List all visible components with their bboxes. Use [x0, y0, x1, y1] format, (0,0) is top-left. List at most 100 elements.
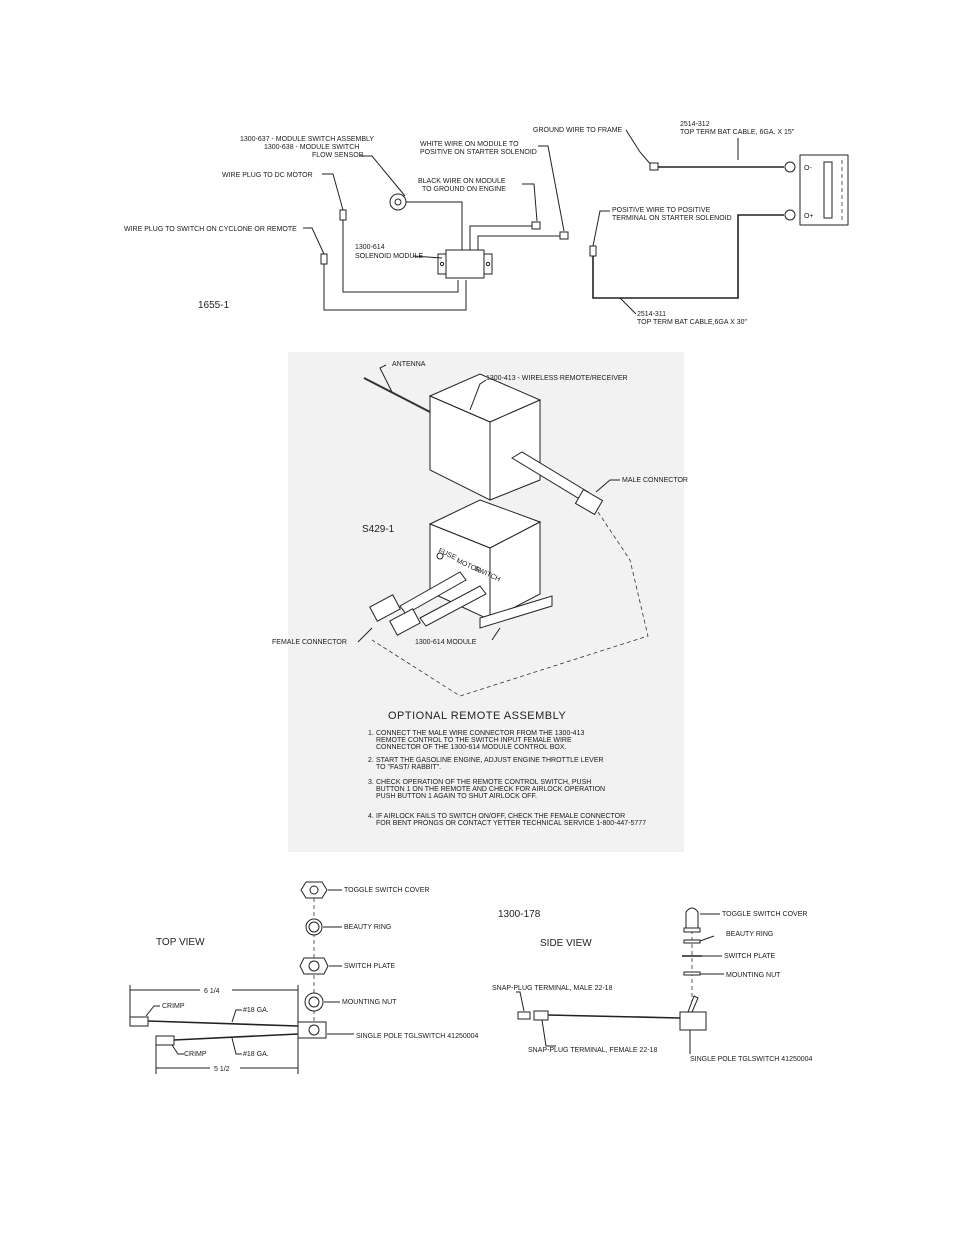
side-toggle-lever	[687, 995, 699, 1013]
switch-plug-label: WIRE PLUG TO SWITCH ON CYCLONE OR REMOTE	[124, 226, 297, 233]
dc-motor-plug	[339, 209, 347, 221]
step-3-line-2: BUTTON 1 ON THE REMOTE AND CHECK FOR AIR…	[376, 786, 605, 793]
module-leader	[491, 627, 501, 641]
dimension-bottom: 5 1/2	[214, 1066, 230, 1073]
battery-positive: O+	[804, 213, 814, 220]
flow-sensor-wire	[406, 201, 463, 250]
black-wire	[469, 225, 532, 250]
step-3-line-3: PUSH BUTTON 1 AGAIN TO SHUT AIRLOCK OFF.	[376, 793, 537, 800]
step-1-num: 1.	[368, 730, 374, 737]
positive-wire-label-2: TERMINAL ON STARTER SOLENOID	[612, 215, 732, 222]
remote-assembly-panel: ANTENNA 1300-413 - WIRELESS REMOTE/RECEI…	[272, 352, 688, 852]
ground-cable-end	[649, 162, 659, 171]
motor-cable	[399, 571, 467, 615]
part-number-1300-178: 1300-178	[498, 909, 541, 920]
positive-cable	[592, 214, 784, 299]
black-wire-label-2: TO GROUND ON ENGINE	[422, 186, 506, 193]
solenoid-module-tab-right	[483, 253, 493, 275]
side-toggle-cover-label: TOGGLE SWITCH COVER	[722, 911, 807, 918]
male-connector-label: MALE CONNECTOR	[622, 477, 688, 484]
top-mounting-nut	[304, 992, 324, 1012]
female-connector-label: FEMALE CONNECTOR	[272, 639, 347, 646]
top-gauge-label-1: #18 GA.	[243, 1007, 269, 1014]
step-1-line-3: CONNECTOR OF THE 1300-614 MODULE CONTROL…	[376, 744, 567, 751]
top-switch-plate-label: SWITCH PLATE	[344, 963, 396, 970]
cable-311-leader	[619, 297, 637, 315]
module-side	[489, 521, 541, 621]
step-3-num: 3.	[368, 779, 374, 786]
side-beauty-ring	[683, 939, 701, 944]
top-toggle-cover	[300, 881, 328, 899]
snap-female-label: SNAP-PLUG TERMINAL, FEMALE 22-18	[528, 1047, 658, 1054]
top-crimp-label-1: CRIMP	[162, 1003, 185, 1010]
remote-assembly-title: OPTIONAL REMOTE ASSEMBLY	[388, 710, 566, 722]
side-beauty-ring-label: BEAUTY RING	[726, 931, 773, 938]
toggle-switch-diagram: TOP VIEW SIDE VIEW 1300-178 TOGGLE SWITC…	[129, 881, 813, 1074]
antenna-label: ANTENNA	[392, 361, 426, 368]
drawing-number-1655: 1655-1	[198, 300, 230, 311]
top-toggle-cover-label: TOGGLE SWITCH COVER	[344, 887, 429, 894]
fuse-holder	[436, 552, 444, 560]
cable-312-label-1: 2514-312	[680, 121, 710, 128]
top-gauge-label-2: #18 GA.	[243, 1051, 269, 1058]
switch-cable	[419, 585, 487, 627]
step-4-line-1: IF AIRLOCK FAILS TO SWITCH ON/OFF, CHECK…	[376, 813, 625, 820]
side-switch-plate-label: SWITCH PLATE	[724, 953, 776, 960]
white-wire-terminal	[559, 231, 569, 240]
white-wire-label-2: POSITIVE ON STARTER SOLENOID	[420, 149, 537, 156]
receiver-side	[489, 399, 541, 501]
snap-male-terminal	[517, 1011, 531, 1020]
top-beauty-ring	[305, 918, 323, 936]
side-single-pole-label: SINGLE POLE TGLSWITCH 41250004	[690, 1056, 813, 1063]
snap-female-terminal	[533, 1010, 549, 1021]
flow-sensor-core	[394, 198, 402, 206]
solenoid-module-leader	[412, 255, 443, 259]
snap-male-label: SNAP-PLUG TERMINAL, MALE 22-18	[492, 985, 613, 992]
ground-wire-label: GROUND WIRE TO FRAME	[533, 127, 623, 134]
receiver-label: 1300-413 - WIRELESS REMOTE/RECEIVER	[486, 375, 628, 382]
switch-plug-wire	[323, 264, 467, 311]
black-wire-terminal	[531, 221, 541, 230]
positive-cable-end	[589, 245, 597, 257]
flow-sensor-leader	[360, 155, 406, 197]
step-2-line-2: TO "FAST/ RABBIT".	[376, 764, 441, 771]
step-4-line-2: FOR BENT PRONGS OR CONTACT YETTER TECHNI…	[376, 820, 646, 827]
solenoid-module-label-2: SOLENOID MODULE	[355, 253, 423, 260]
drawing-number-s429: S429-1	[362, 524, 395, 535]
switch-plug-leader	[303, 227, 325, 255]
cable-311-label-1: 2514-311	[637, 311, 666, 318]
male-connector	[574, 488, 604, 516]
step-2-line-1: START THE GASOLINE ENGINE, ADJUST ENGINE…	[376, 757, 604, 764]
female-connector-1	[369, 594, 401, 622]
top-mounting-nut-label: MOUNTING NUT	[342, 999, 397, 1006]
top-crimp-label-2: CRIMP	[184, 1051, 207, 1058]
cable-312-label-2: TOP TERM BAT CABLE, 6GA. X 15"	[680, 129, 795, 136]
side-mounting-nut	[683, 971, 701, 976]
side-view-label: SIDE VIEW	[540, 938, 592, 949]
top-wire-2	[173, 1033, 299, 1041]
ground-cable-ring	[784, 161, 796, 173]
module-flange	[479, 595, 553, 629]
top-crimp-1	[129, 1016, 149, 1027]
cable-311-label-2: TOP TERM BAT CABLE,6GA X 30"	[637, 319, 748, 326]
top-single-pole-label: SINGLE POLE TGLSWITCH 41250004	[356, 1033, 479, 1040]
side-mounting-nut-label: MOUNTING NUT	[726, 972, 781, 979]
black-wire-label-1: BLACK WIRE ON MODULE	[418, 178, 506, 185]
positive-cable-ring	[784, 209, 796, 221]
side-wire	[547, 1014, 681, 1019]
battery-cell	[823, 161, 833, 219]
solenoid-module-tab-left	[437, 253, 447, 275]
ground-wire-leader	[625, 129, 653, 167]
white-wire	[477, 235, 560, 250]
side-toggle-cover	[685, 907, 699, 929]
top-crimp-2	[155, 1035, 175, 1046]
remote-instructions: 1. CONNECT THE MALE WIRE CONNECTOR FROM …	[368, 730, 646, 827]
male-connector-leader	[595, 479, 620, 493]
dc-motor-leader	[322, 173, 344, 211]
white-wire-leader	[538, 145, 565, 232]
female-connector-2	[389, 608, 421, 636]
module-switch-label-1: 1300-637 - MODULE SWITCH ASSEMBLY	[240, 136, 374, 143]
top-view-label: TOP VIEW	[156, 937, 205, 948]
white-wire-label-1: WHITE WIRE ON MODULE TO	[420, 141, 519, 148]
